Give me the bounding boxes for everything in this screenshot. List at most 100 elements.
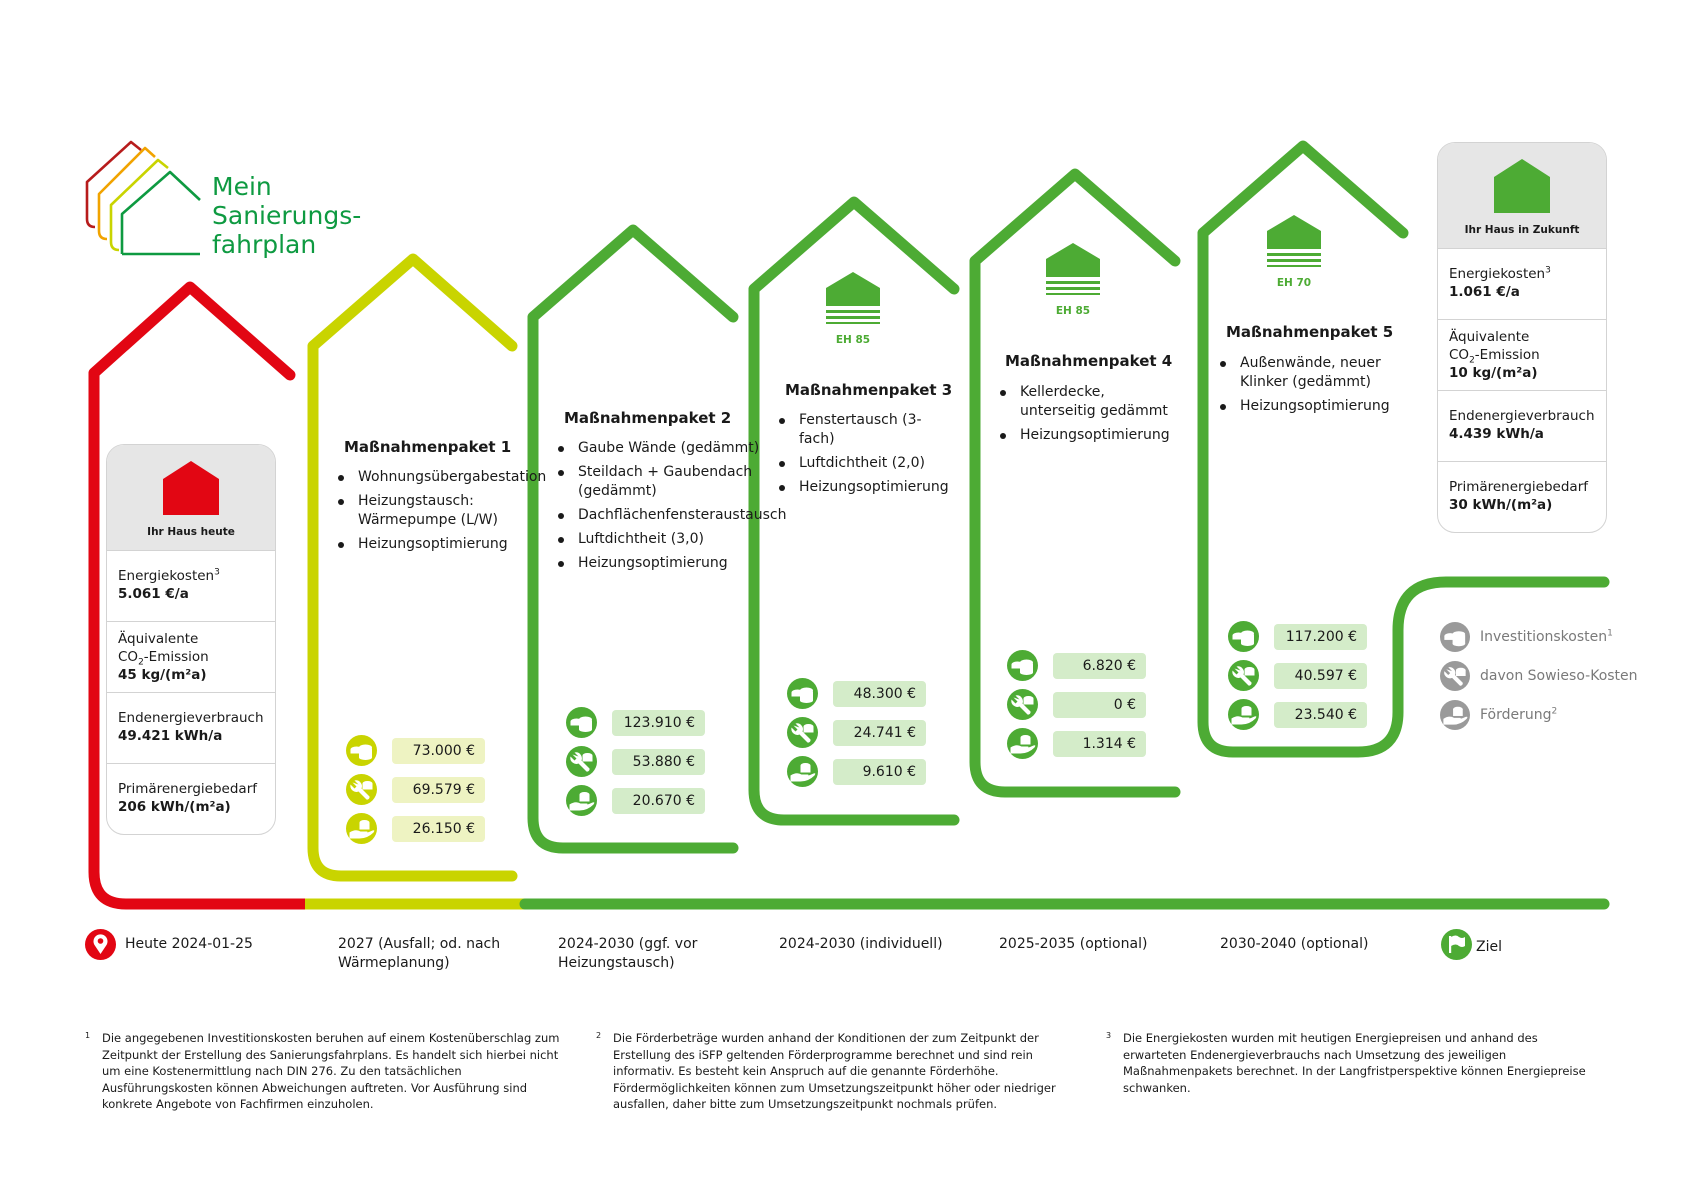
row-final-energy: Endenergieverbrauch 49.421 kWh/a	[107, 693, 275, 764]
cost-value: 73.000 €	[392, 738, 485, 764]
row-value: 45 kg/(m²a)	[118, 667, 207, 683]
timeline-package-1: 2027 (Ausfall; od. nach Wärmeplanung)	[338, 936, 501, 971]
measure-item: Gaube Wände (gedämmt)	[556, 439, 787, 458]
row-final-energy: Endenergieverbrauch 4.439 kWh/a	[1438, 391, 1606, 462]
row-energy-costs: Energiekosten3 1.061 €/a	[1438, 249, 1606, 320]
package-3-title: Maßnahmenpaket 3	[785, 381, 953, 399]
cost-value: 40.597 €	[1274, 663, 1367, 689]
hand-coins-icon	[346, 813, 377, 844]
goal-flag-icon	[1441, 929, 1472, 960]
house-green-icon	[1494, 159, 1550, 213]
footnote-ref: 3	[214, 567, 220, 578]
row-label: CO	[1449, 347, 1470, 363]
house-line-pkg1	[307, 253, 518, 882]
wrench-coins-icon	[1440, 661, 1470, 691]
row-value: 49.421 kWh/a	[118, 728, 223, 744]
package-3-measures: Fenstertausch (3- fach) Luftdichtheit (2…	[777, 411, 949, 502]
coins-icon	[346, 735, 377, 766]
row-primary-energy: Primärenergiebedarf 30 kWh/(m²a)	[1438, 462, 1606, 532]
house-line-pkg3	[748, 196, 960, 826]
row-label: Endenergieverbrauch	[118, 710, 264, 726]
hand-coins-icon	[787, 756, 818, 787]
footnote-ref: 1	[1607, 628, 1613, 639]
package-4-title: Maßnahmenpaket 4	[1005, 352, 1173, 370]
row-label: Äquivalente	[1449, 329, 1530, 345]
measure-item: Heizungsoptimierung	[777, 478, 949, 497]
measure-item: Steildach + Gaubendach (gedämmt)	[556, 463, 787, 501]
footnote-3: 3 Die Energiekosten wurden mit heutigen …	[1106, 1030, 1593, 1096]
card-header: Ihr Haus heute	[107, 445, 275, 551]
wrench-coins-icon	[1007, 689, 1038, 720]
logo-line-3: fahrplan	[212, 230, 317, 259]
row-label-sub: 2	[1469, 355, 1475, 366]
row-label-sub: 2	[138, 657, 144, 668]
logo-line-1: Mein	[212, 172, 272, 201]
footnote-number: 1	[85, 1031, 91, 1040]
efficiency-label: EH 85	[835, 334, 871, 346]
package-4-measures: Kellerdecke, unterseitig gedämmt Heizung…	[998, 383, 1170, 450]
efficiency-house-icon	[1267, 215, 1321, 267]
logo-line-2: Sanierungs-	[212, 201, 362, 230]
card-house-today: Ihr Haus heute Energiekosten3 5.061 €/a Ä…	[106, 444, 276, 835]
footnote-text: Die Förderbeträge wurden anhand der Kond…	[613, 1031, 1056, 1111]
hand-coins-icon	[1440, 700, 1470, 730]
cost-value: 26.150 €	[392, 816, 485, 842]
timeline-package-5: 2030-2040 (optional)	[1220, 936, 1369, 952]
row-value: 206 kWh/(m²a)	[118, 799, 231, 815]
efficiency-house-icon	[1046, 243, 1100, 295]
footnote-number: 2	[596, 1031, 602, 1040]
measure-item: Kellerdecke, unterseitig gedämmt	[998, 383, 1170, 421]
row-value: 1.061 €/a	[1449, 284, 1520, 300]
wrench-coins-icon	[346, 774, 377, 805]
row-value: 30 kWh/(m²a)	[1449, 497, 1553, 513]
legend-label: Förderung	[1480, 707, 1552, 723]
logo-title: Mein Sanierungs- fahrplan	[212, 172, 361, 259]
cost-value: 20.670 €	[612, 788, 705, 814]
footnote-2: 2 Die Förderbeträge wurden anhand der Ko…	[596, 1030, 1083, 1113]
footnote-ref: 3	[1545, 265, 1551, 276]
package-2-title: Maßnahmenpaket 2	[564, 409, 732, 427]
house-line-pkg5	[1197, 140, 1610, 758]
location-pin-icon	[85, 929, 116, 960]
card-house-future: Ihr Haus in Zukunft Energiekosten3 1.061 …	[1437, 142, 1607, 533]
footnote-1: 1 Die angegebenen Investitionskosten ber…	[85, 1030, 572, 1113]
row-label: Endenergieverbrauch	[1449, 408, 1595, 424]
card-title: Ihr Haus in Zukunft	[1464, 224, 1580, 236]
efficiency-house-icon	[826, 272, 880, 324]
timeline-today: Heute 2024-01-25	[125, 936, 253, 952]
coins-icon	[1440, 622, 1470, 652]
row-value: 5.061 €/a	[118, 586, 189, 602]
cost-value: 0 €	[1053, 692, 1146, 718]
row-value: 4.439 kWh/a	[1449, 426, 1544, 442]
row-label: Energiekosten	[1449, 266, 1546, 282]
measure-item: Außenwände, neuer Klinker (gedämmt)	[1218, 354, 1390, 392]
package-1-title: Maßnahmenpaket 1	[344, 438, 512, 456]
coins-icon	[566, 707, 597, 738]
house-line-today	[88, 281, 311, 910]
house-line-pkg4	[969, 168, 1181, 798]
wrench-coins-icon	[787, 717, 818, 748]
cost-value: 117.200 €	[1274, 624, 1367, 650]
row-label: CO	[118, 649, 139, 665]
efficiency-label: EH 70	[1276, 277, 1312, 289]
legend-label: Investitionskosten	[1480, 629, 1608, 645]
hand-coins-icon	[1007, 728, 1038, 759]
row-value: 10 kg/(m²a)	[1449, 365, 1538, 381]
cost-value: 6.820 €	[1053, 653, 1146, 679]
measure-item: Heizungsoptimierung	[998, 426, 1170, 445]
package-1-measures: Wohnungsübergabestation Heizungstausch: …	[336, 468, 546, 559]
package-5-measures: Außenwände, neuer Klinker (gedämmt) Heiz…	[1218, 354, 1390, 421]
row-label: Äquivalente	[118, 631, 199, 647]
package-5-title: Maßnahmenpaket 5	[1226, 323, 1394, 341]
row-label: Primärenergiebedarf	[1449, 479, 1589, 495]
measure-item: Heizungstausch: Wärmepumpe (L/W)	[336, 492, 546, 530]
package-2-measures: Gaube Wände (gedämmt) Steildach + Gauben…	[556, 439, 787, 578]
cost-value: 53.880 €	[612, 749, 705, 775]
coins-icon	[1007, 650, 1038, 681]
timeline-goal: Ziel	[1476, 939, 1502, 955]
row-label: Energiekosten	[118, 568, 215, 584]
